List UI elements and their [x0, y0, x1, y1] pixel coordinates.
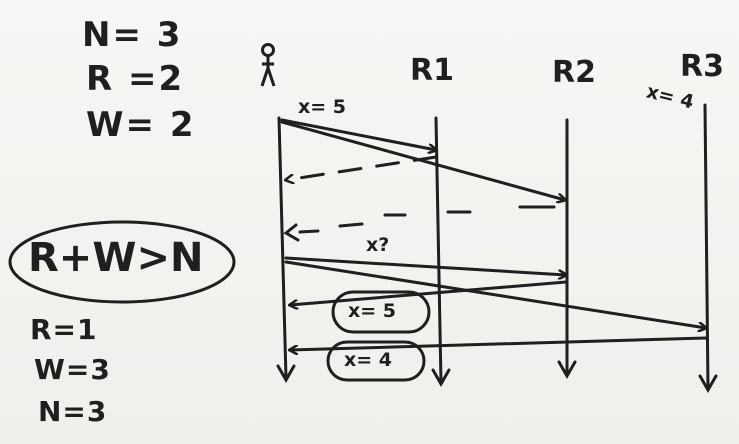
client-lifeline — [276, 116, 296, 384]
client-figure-icon — [260, 43, 276, 87]
read-arrow-r3 — [284, 260, 706, 328]
param-r: R =2 — [86, 59, 185, 99]
response-circle-2 — [326, 340, 426, 382]
response-label-1: x= 5 — [348, 300, 397, 322]
alt-n: N=3 — [38, 395, 108, 428]
r3-lifeline — [698, 103, 718, 394]
replica-r2-label: R2 — [552, 55, 596, 90]
read-arrow-r2 — [284, 256, 566, 275]
ack-arrow-r1 — [286, 155, 438, 180]
replica-r3-label: R3 — [680, 49, 724, 84]
condition-text: R+W>N — [28, 235, 204, 281]
ack-arrow-r2 — [283, 205, 556, 242]
write-arrow-r2 — [280, 120, 565, 200]
response-arrow-r3 — [290, 336, 708, 350]
r1-lifeline — [431, 116, 451, 388]
param-n: N= 3 — [82, 15, 183, 55]
condition-circle — [8, 220, 236, 304]
r2-lifeline — [557, 118, 577, 380]
replica-r1-label: R1 — [410, 53, 454, 88]
write-label: x= 5 — [298, 96, 347, 118]
response-label-2: x= 4 — [344, 349, 393, 371]
write-arrow-r1 — [280, 118, 436, 150]
read-label: x? — [366, 234, 390, 256]
param-w: W= 2 — [86, 105, 196, 145]
alt-w: W=3 — [34, 353, 111, 386]
response-circle-1 — [331, 290, 431, 334]
alt-r: R=1 — [30, 313, 98, 346]
